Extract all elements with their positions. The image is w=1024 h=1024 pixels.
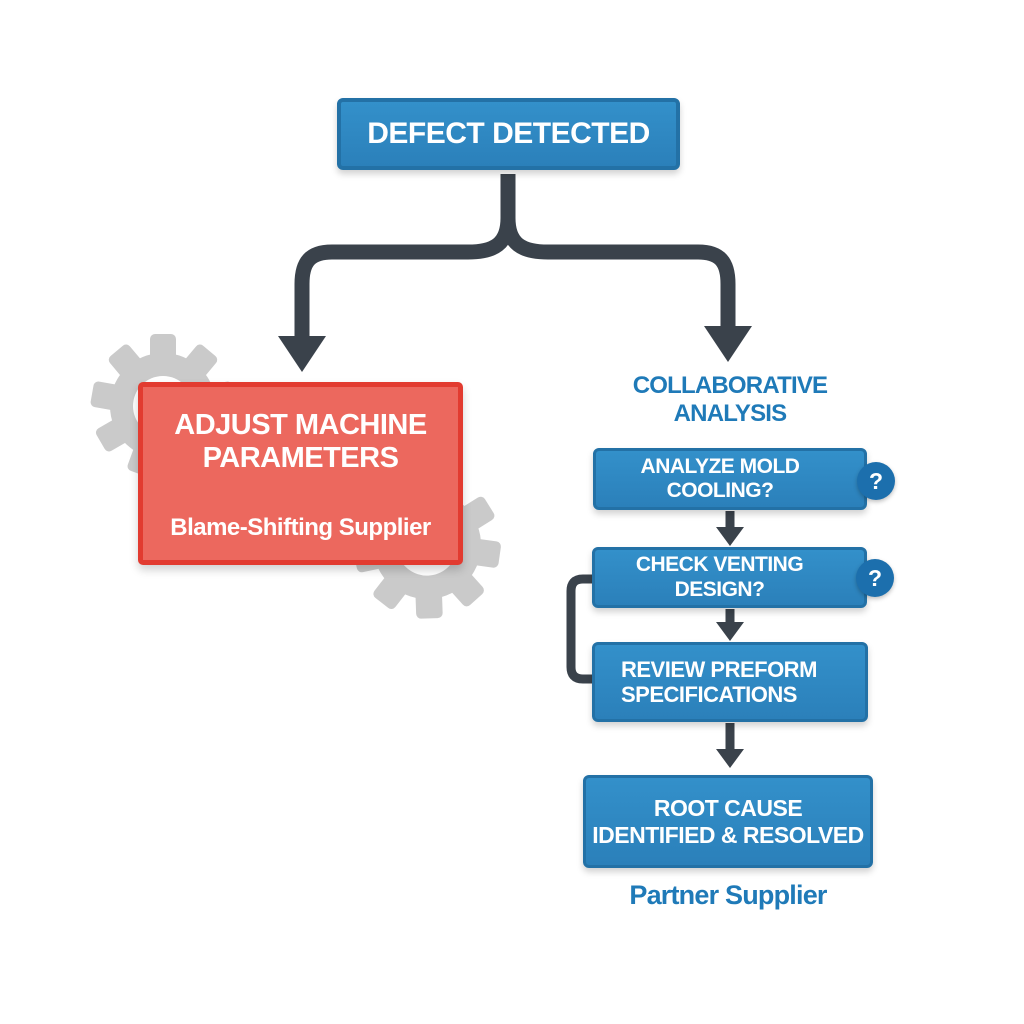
- step-3-line2: SPECIFICATIONS: [621, 682, 797, 707]
- step-4-line2: IDENTIFIED & RESOLVED: [592, 821, 864, 848]
- start-box-label: DEFECT DETECTED: [367, 117, 650, 150]
- step-check-venting-design: CHECK VENTING DESIGN?: [592, 547, 867, 608]
- step-3-label: REVIEW PREFORM SPECIFICATIONS: [621, 657, 817, 708]
- step-1-label: ANALYZE MOLD COOLING?: [640, 454, 800, 502]
- step-2-label: CHECK VENTING DESIGN?: [635, 553, 804, 601]
- question-mark-glyph: ?: [867, 564, 883, 591]
- adjust-machine-parameters-box: ADJUST MACHINE PARAMETERS Blame-Shifting…: [138, 382, 463, 565]
- question-mark-icon: ?: [857, 462, 895, 500]
- arrowhead-step-1: [716, 527, 744, 546]
- arrowhead-right: [704, 326, 752, 362]
- step-4-label: ROOT CAUSE IDENTIFIED & RESOLVED: [592, 795, 864, 848]
- collaborative-analysis-heading: COLLABORATIVE ANALYSIS: [632, 372, 828, 427]
- question-mark-icon: ?: [856, 559, 894, 597]
- arrowhead-step-3: [716, 749, 744, 768]
- branch-connector-right: [500, 174, 736, 330]
- question-mark-glyph: ?: [868, 467, 884, 494]
- arrowhead-left: [278, 336, 326, 372]
- loop-bracket-connector: [566, 574, 595, 684]
- partner-supplier-label: Partner Supplier: [629, 880, 827, 910]
- red-box-title-line2: PARAMETERS: [202, 442, 399, 475]
- step-4-line1: ROOT CAUSE: [653, 795, 803, 822]
- arrowhead-step-2: [716, 622, 744, 641]
- step-review-preform-specifications: REVIEW PREFORM SPECIFICATIONS: [592, 642, 868, 722]
- step-analyze-mold-cooling: ANALYZE MOLD COOLING?: [593, 448, 867, 510]
- step-3-line1: REVIEW PREFORM: [621, 656, 817, 682]
- branch-connector-left: [294, 174, 516, 340]
- red-box-title-line1: ADJUST MACHINE: [174, 409, 427, 441]
- red-box-subtitle: Blame-Shifting Supplier: [170, 514, 431, 541]
- start-box-defect-detected: DEFECT DETECTED: [337, 98, 680, 170]
- red-box-title: ADJUST MACHINE PARAMETERS: [174, 409, 427, 475]
- step-root-cause-resolved: ROOT CAUSE IDENTIFIED & RESOLVED: [583, 775, 873, 868]
